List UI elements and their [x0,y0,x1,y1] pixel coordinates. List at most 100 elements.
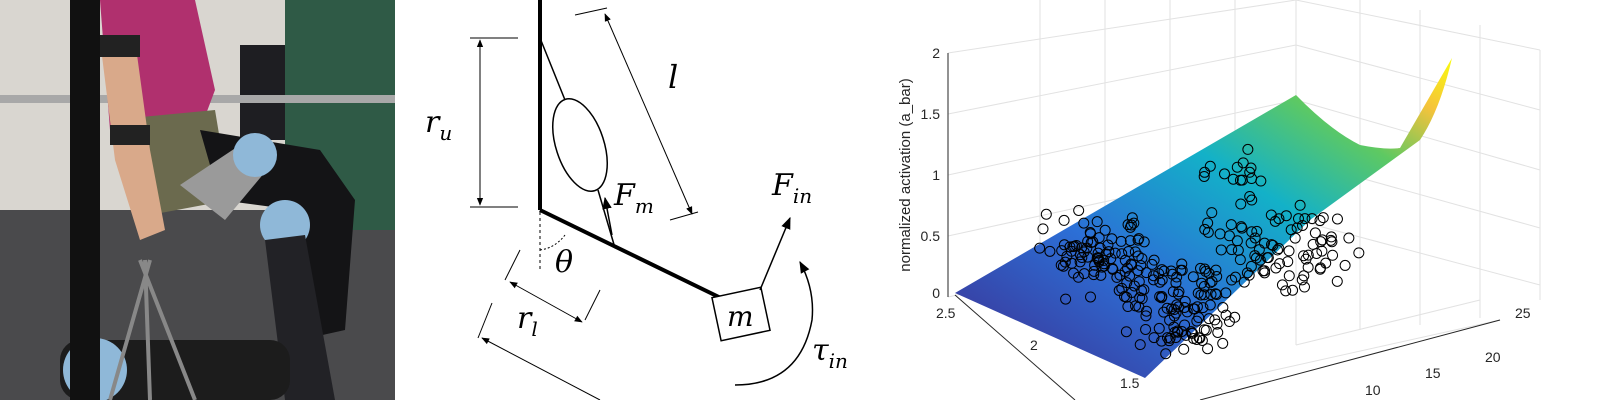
scatter-point [1178,343,1190,355]
x-tick: 20 [1485,349,1501,365]
scatter-point [1196,277,1208,289]
scatter-point [1192,287,1204,299]
scatter-point [1223,230,1235,242]
scatter-point [1076,242,1088,254]
scatter-point [1204,160,1216,172]
scatter-point [1261,252,1273,264]
scatter-point [1317,212,1329,224]
scatter-point [1289,232,1301,244]
scatter-point [1132,234,1144,246]
scatter-point [1082,251,1094,263]
scatter-point [1307,238,1319,250]
input-torque-arrow [734,260,814,386]
scatter-point [1073,204,1085,216]
scatter-point [1211,271,1223,283]
arm-model-diagram: ru l Fm Fin θ rl m τin [395,0,880,400]
scatter-point [1132,250,1144,262]
scatter-point [1124,235,1136,247]
scatter-point [1161,332,1173,344]
scatter-point [1225,219,1237,231]
scatter-point [1226,244,1238,256]
monitor [240,45,285,140]
scatter-point [1198,280,1210,292]
scatter-point [1128,217,1140,229]
scatter-point [1100,248,1112,260]
scatter-point [1121,262,1133,274]
scatter-point [1128,280,1140,292]
label-f-m: Fm [613,178,654,218]
scatter-point [1179,319,1191,331]
scatter-point [1243,269,1255,281]
scatter-point [1089,259,1101,271]
scatter-point [1314,215,1326,227]
scatter-point [1130,300,1142,312]
scatter-point [1251,225,1263,237]
scatter-point [1269,215,1281,227]
scatter-point [1169,326,1181,338]
scatter-point [1217,302,1229,314]
diagram-svg: ru l Fm Fin θ rl m τin [425,0,848,400]
scatter-point [1125,258,1137,270]
scatter-point [1296,219,1308,231]
support-pole [70,0,100,400]
scatter-point [1098,254,1110,266]
z-tick: 0.5 [921,228,941,244]
scatter-point [1156,274,1168,286]
scatter-point [1148,332,1160,344]
mass-box [711,286,771,342]
scatter-point [1331,275,1343,287]
scatter-point [1191,315,1203,327]
scatter-point [1242,143,1254,155]
scatter-point [1320,257,1332,269]
z-tick: 2 [932,45,940,61]
scatter-point [1231,161,1243,173]
scatter-point [1095,269,1107,281]
scatter-point [1171,271,1183,283]
y-tick: 1.5 [1120,375,1140,391]
scatter-point [1209,314,1221,326]
scatter-point [1091,216,1103,228]
scatter-point [1316,234,1328,246]
scatter-point [1153,268,1165,280]
scatter-point [1069,240,1081,252]
scatter-points [1034,143,1365,360]
scatter-point [1211,289,1223,301]
scatter-point [1074,249,1086,261]
z-tick-labels: 0 0.5 1 1.5 2 [921,45,941,301]
y-axis [954,294,1076,400]
z-axis-label: normalized activation (a_bar) [897,78,914,271]
scatter-point [1292,213,1304,225]
x-tick-labels: 10 15 20 25 [1365,305,1531,398]
scatter-point [1058,214,1070,226]
scatter-point [1044,245,1056,257]
scatter-point [1085,291,1097,303]
emg-sensor-band [110,125,150,145]
scatter-point [1302,249,1314,261]
scatter-point [1302,261,1314,273]
scatter-point [1088,265,1100,277]
scatter-point [1309,227,1321,239]
scatter-point [1068,267,1080,279]
scatter-point [1186,327,1198,339]
scatter-point [1283,270,1295,282]
y-tick: 2.5 [936,305,956,321]
scatter-point [1298,270,1310,282]
activation-surface [955,58,1452,378]
scatter-point [1259,265,1271,277]
scatter-point [1171,299,1183,311]
input-force-arrow [759,216,791,291]
scatter-point [1154,276,1166,288]
scatter-point [1280,210,1292,222]
scatter-point [1283,245,1295,257]
scatter-point [1092,247,1104,259]
forearm-segment [539,208,726,302]
scatter-point [1153,322,1165,334]
scatter-point [1133,233,1145,245]
muscle [552,98,608,192]
scatter-point [1265,209,1277,221]
scatter-point [1235,198,1247,210]
scatter-point [1291,222,1303,234]
scatter-point [1217,337,1229,349]
scatter-point [1227,173,1239,185]
scatter-point [1223,316,1235,328]
